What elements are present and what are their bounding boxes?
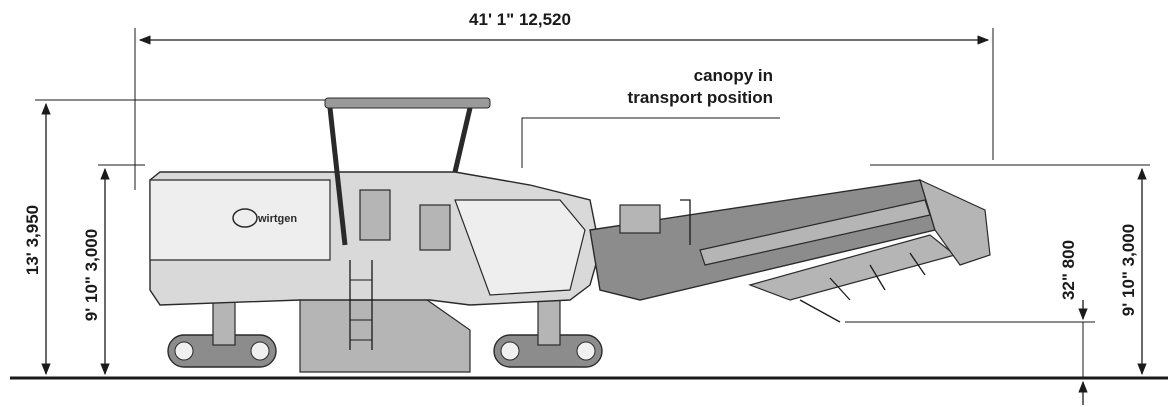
milling-depth-label: 32" 800 xyxy=(1059,240,1078,300)
overall-height-label: 13' 3,950 xyxy=(23,205,42,275)
front-track xyxy=(493,294,603,368)
overall-height-dimension: 13' 3,950 xyxy=(23,99,330,376)
callout-line-2: transport position xyxy=(628,88,773,107)
canopy-callout: canopy in transport position xyxy=(521,66,780,168)
milling-depth-dimension: 32" 800 xyxy=(845,240,1095,405)
brand-logo: wirtgen xyxy=(232,208,297,228)
conveyor-height-label: 9' 10" 3,000 xyxy=(1119,224,1138,316)
operator-canopy xyxy=(324,97,491,246)
rear-height-label: 9' 10" 3,000 xyxy=(82,229,101,321)
discharge-conveyor xyxy=(589,178,991,323)
milling-machine: wirtgen xyxy=(149,97,991,373)
overall-length-label: 41' 1" 12,520 xyxy=(469,10,571,29)
conveyor-head xyxy=(919,178,991,266)
operator-seat xyxy=(359,189,391,241)
conveyor-hydraulics xyxy=(619,204,661,234)
callout-line-1: canopy in xyxy=(694,66,773,85)
engine-compartment xyxy=(149,179,331,261)
control-console xyxy=(419,204,451,251)
brand-logo-text: wirtgen xyxy=(257,213,297,225)
rear-track xyxy=(167,299,277,368)
conveyor-height-dimension: 9' 10" 3,000 xyxy=(870,164,1150,376)
rear-height-dimension: 9' 10" 3,000 xyxy=(82,164,145,376)
length-dimension: 41' 1" 12,520 xyxy=(134,10,994,190)
front-panel xyxy=(454,199,586,296)
access-ladder xyxy=(349,260,373,350)
